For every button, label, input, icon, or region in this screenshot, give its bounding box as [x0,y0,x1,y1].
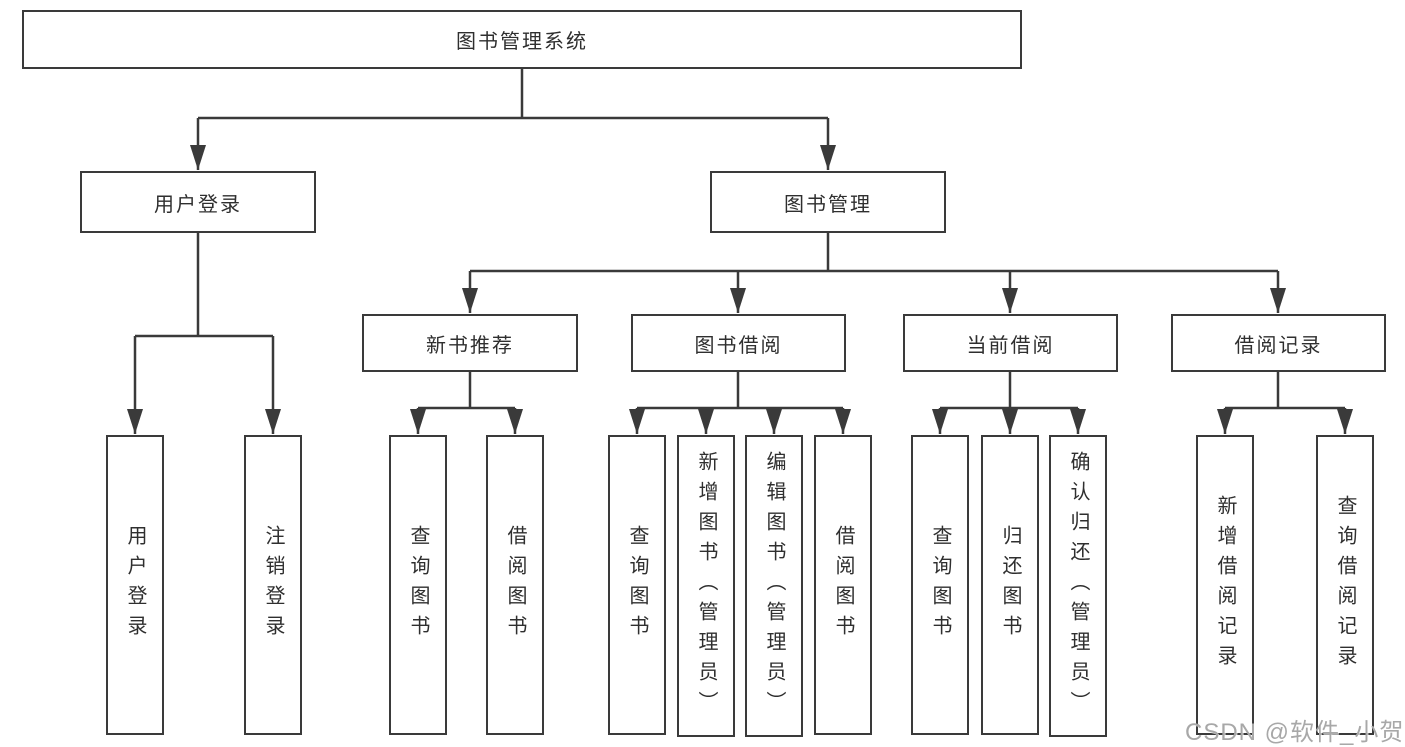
connector-new-book-recommend-to-leaves [410,372,523,434]
leaf-query-borrow-record-label: 查询借阅记录 [1334,495,1356,675]
leaf-borrow-books-recommend-label: 借阅图书 [504,525,526,645]
node-current-borrowing-label: 当前借阅 [966,334,1055,357]
leaf-logout: 注销登录 [244,435,302,735]
connector-current-borrowing-to-leaves [932,372,1086,434]
leaf-add-book-admin: 新增图书（管理员） [677,435,735,737]
node-current-borrowing: 当前借阅 [903,314,1118,372]
leaf-edit-book-admin-label: 编辑图书（管理员） [763,451,785,721]
leaf-edit-book-admin: 编辑图书（管理员） [745,435,803,737]
leaf-confirm-return-admin-label: 确认归还（管理员） [1067,451,1089,721]
leaf-query-books-recommend-label: 查询图书 [407,525,429,645]
leaf-query-books-current: 查询图书 [911,435,969,735]
leaf-borrow-books-borrowing: 借阅图书 [814,435,872,735]
connector-book-management-to-level3 [462,233,1286,313]
node-book-borrowing: 图书借阅 [631,314,846,372]
connector-user-login-to-leaves [127,233,281,434]
leaf-query-books-current-label: 查询图书 [929,525,951,645]
leaf-add-borrow-record: 新增借阅记录 [1196,435,1254,735]
connector-book-borrowing-to-leaves [629,372,851,434]
node-new-book-recommend-label: 新书推荐 [426,334,514,357]
node-book-borrowing-label: 图书借阅 [694,334,783,357]
node-borrowing-records-label: 借阅记录 [1234,334,1323,357]
leaf-borrow-books-recommend: 借阅图书 [486,435,544,735]
node-user-login-label: 用户登录 [154,193,242,216]
node-book-management-label: 图书管理 [784,193,872,216]
leaf-logout-label: 注销登录 [262,525,284,645]
node-new-book-recommend: 新书推荐 [362,314,578,372]
csdn-watermark: CSDN @软件_小贺同学 [1185,719,1405,746]
leaf-query-books-borrowing-label: 查询图书 [626,525,648,645]
connector-borrowing-records-to-leaves [1217,372,1353,434]
leaf-return-books: 归还图书 [981,435,1039,735]
leaf-query-books-borrowing: 查询图书 [608,435,666,735]
leaf-confirm-return-admin: 确认归还（管理员） [1049,435,1107,737]
leaf-query-borrow-record: 查询借阅记录 [1316,435,1374,735]
leaf-user-login-label: 用户登录 [124,525,146,645]
leaf-add-book-admin-label: 新增图书（管理员） [695,451,717,721]
connector-root-to-level2 [190,69,836,170]
leaf-user-login: 用户登录 [106,435,164,735]
node-root-label: 图书管理系统 [456,31,588,53]
node-root: 图书管理系统 [22,10,1022,69]
leaf-borrow-books-borrowing-label: 借阅图书 [832,525,854,645]
leaf-return-books-label: 归还图书 [999,525,1021,645]
node-book-management: 图书管理 [710,171,946,233]
node-borrowing-records: 借阅记录 [1171,314,1386,372]
leaf-query-books-recommend: 查询图书 [389,435,447,735]
leaf-add-borrow-record-label: 新增借阅记录 [1214,495,1236,675]
node-user-login: 用户登录 [80,171,316,233]
